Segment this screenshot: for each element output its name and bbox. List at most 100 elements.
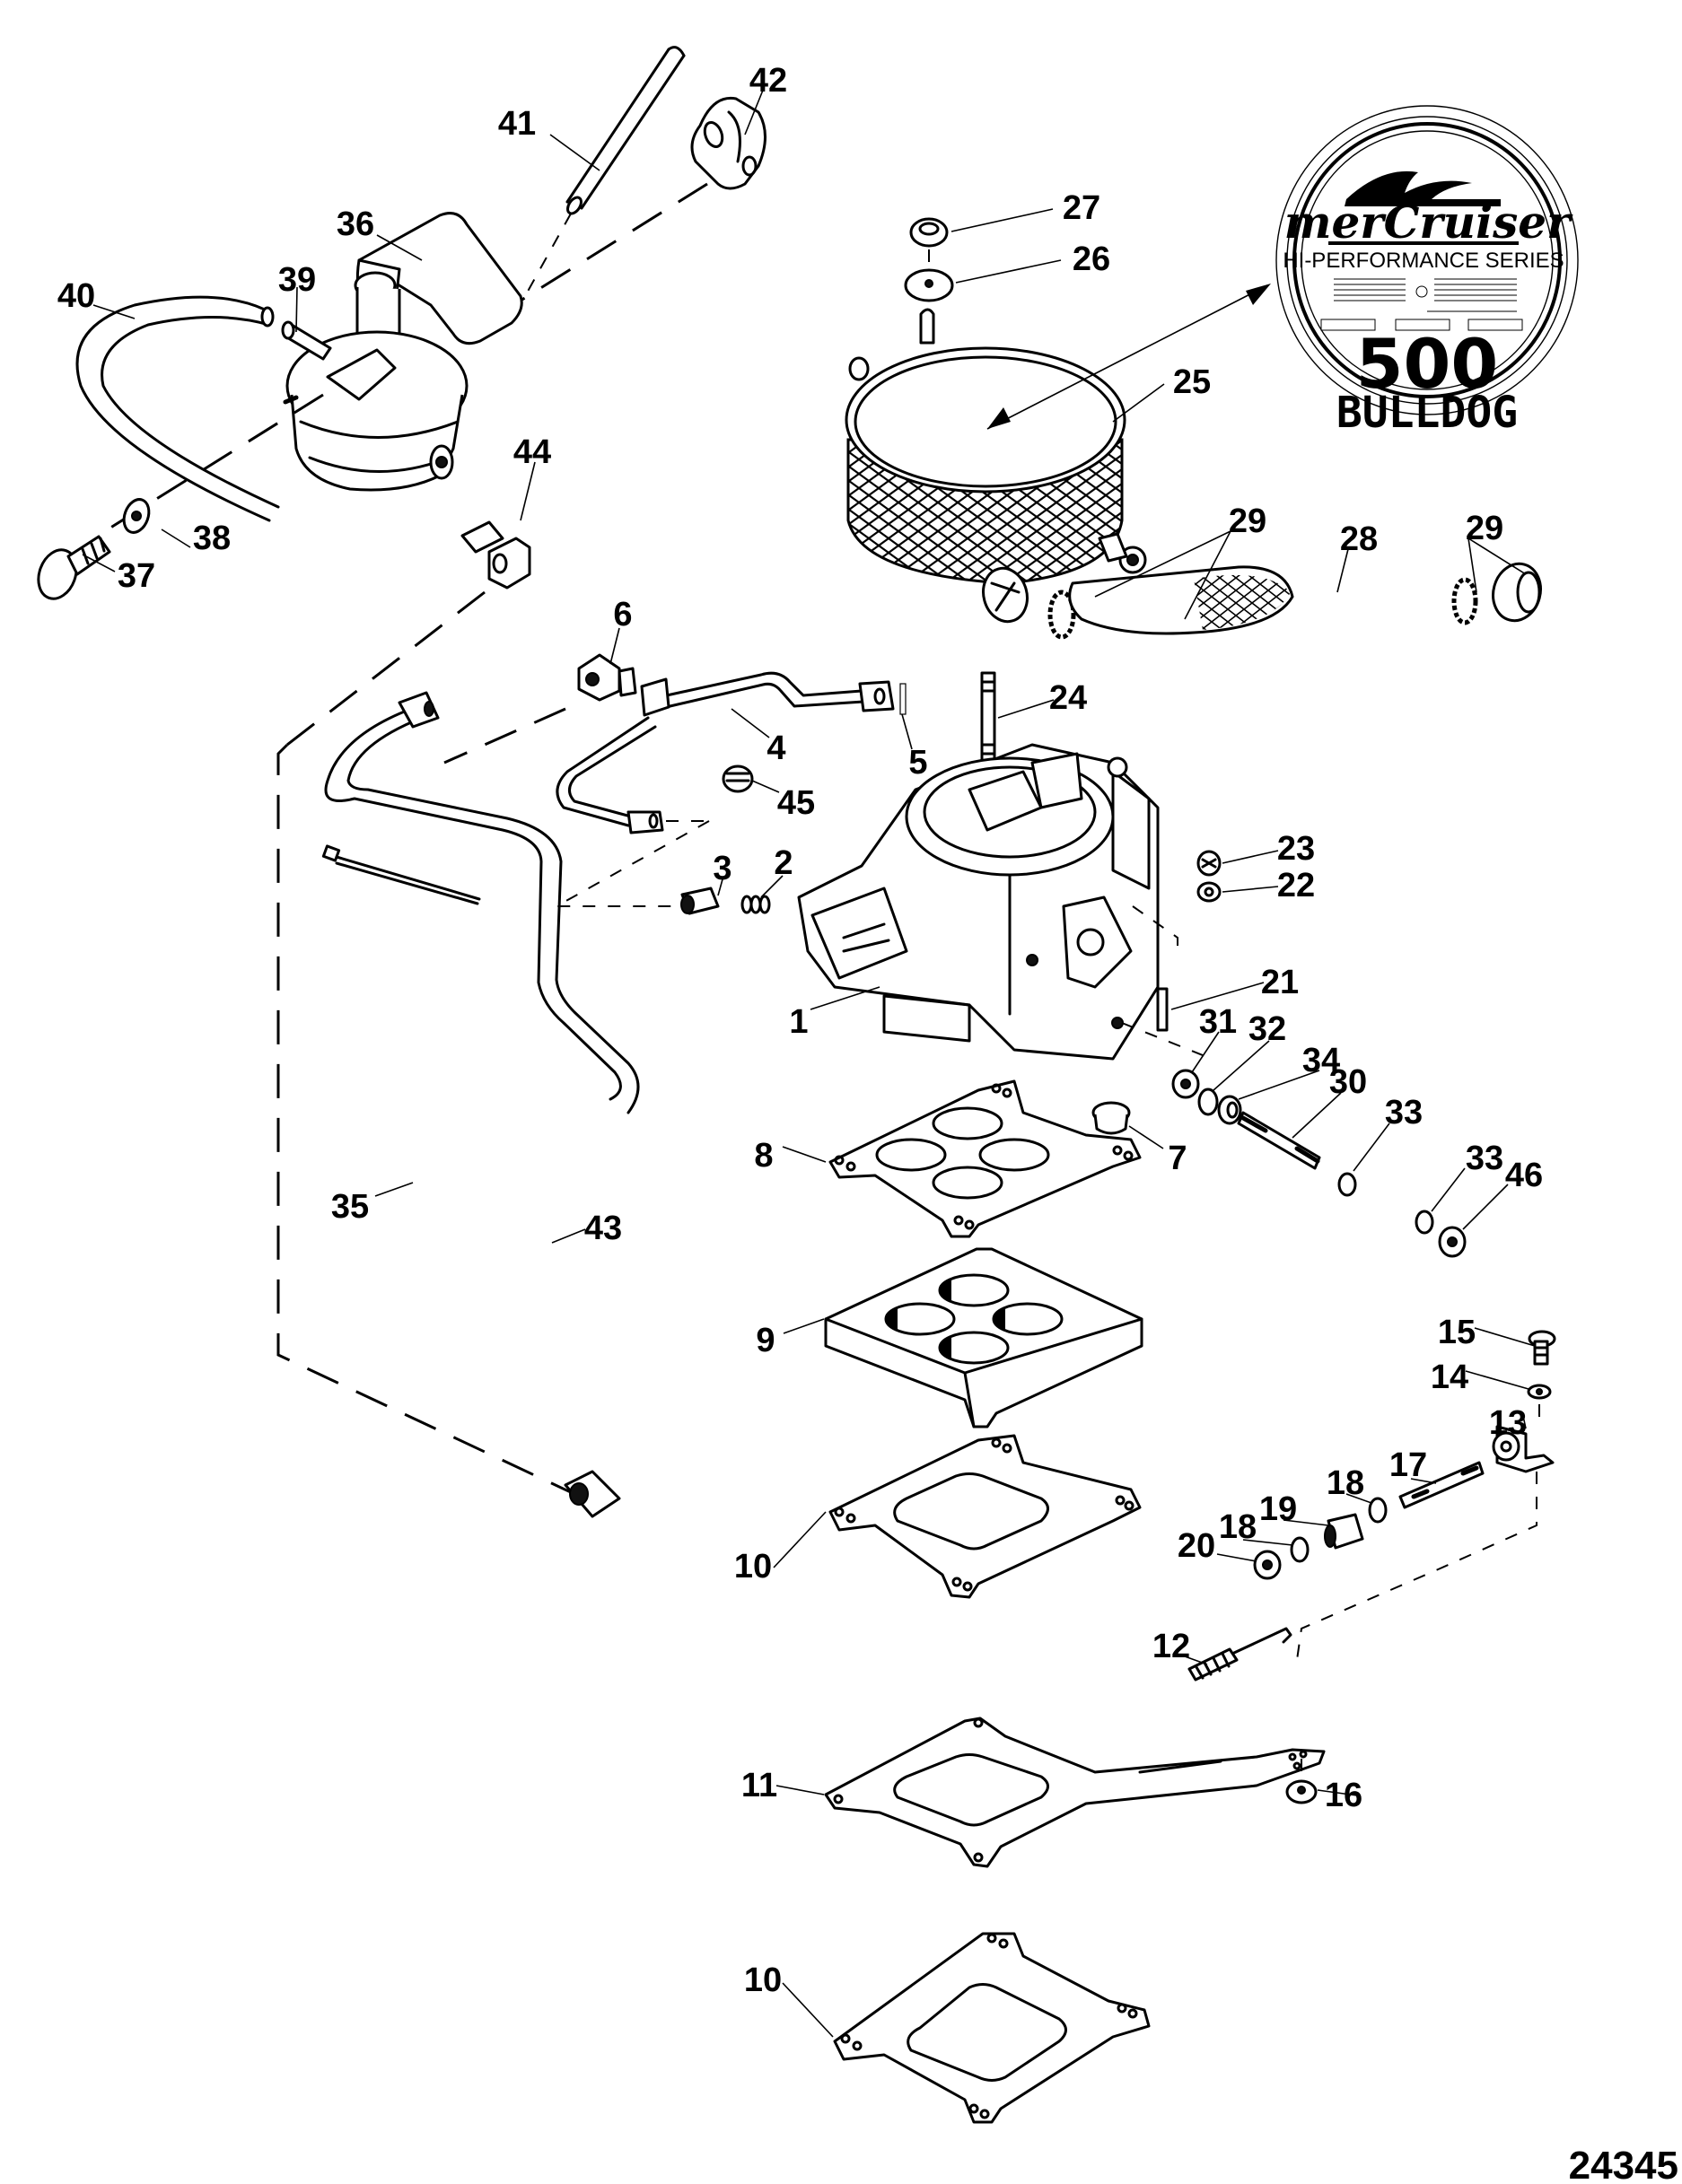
callout-8: 8: [754, 1137, 773, 1175]
part-3-inlet-nut: [680, 887, 720, 915]
part-26-washer: [904, 268, 954, 302]
callout-29-left: 29: [1229, 502, 1266, 540]
part-9-carburetor-spacer: [824, 1247, 1143, 1428]
part-33-washer: [1337, 1172, 1357, 1197]
callout-27: 27: [1063, 189, 1100, 227]
part-32-washer: [1197, 1088, 1219, 1116]
part-28-hose: [1068, 565, 1294, 635]
callout-21: 21: [1261, 964, 1299, 1001]
part-16-nut: [1285, 1779, 1318, 1804]
part-29-hose-end-cap-left: [982, 566, 1029, 624]
callout-3: 3: [713, 850, 731, 887]
callout-18: 18: [1327, 1464, 1364, 1502]
callout-7: 7: [1168, 1140, 1187, 1177]
callout-11: 11: [741, 1767, 777, 1804]
part-27-wing-nut: [909, 217, 949, 248]
fuel-line-dash-left: [276, 743, 575, 1496]
part-36-fuel-pump: [283, 212, 523, 492]
part-18-washer: [1368, 1497, 1388, 1524]
part-2-gasket-rings: [740, 895, 771, 914]
part-22-washer: [1196, 881, 1222, 903]
part-43-fuel-line: [324, 691, 640, 1518]
decal-fine-print: [1320, 278, 1523, 331]
part-5-fuel-filter: [899, 683, 907, 715]
part-18-washer-second: [1290, 1536, 1310, 1563]
part-17-cable-stud: [1398, 1461, 1485, 1509]
callout-10-lower: 10: [744, 1961, 782, 1999]
callout-10-upper: 10: [734, 1548, 772, 1586]
callout-19: 19: [1259, 1490, 1297, 1528]
callout-37: 37: [118, 557, 155, 595]
callout-45: 45: [777, 784, 815, 822]
part-6-inlet-fitting: [577, 653, 637, 702]
callout-18-second: 18: [1219, 1508, 1257, 1546]
callout-16: 16: [1325, 1777, 1362, 1814]
part-33-washer-second: [1415, 1210, 1434, 1235]
part-1-carburetor: [797, 743, 1160, 1061]
bracket-dash-line: [1296, 1404, 1540, 1661]
part-37-bolt: [37, 535, 111, 600]
part-7-plug: [1091, 1101, 1131, 1135]
part-8-gasket: [828, 1079, 1142, 1238]
callout-9: 9: [756, 1322, 775, 1359]
decal-series-text: HI-PERFORMANCE SERIES: [1283, 249, 1564, 273]
part-4-fuel-log-tube: [556, 671, 895, 834]
part-39-pump-fitting: [281, 320, 332, 361]
fuel-line-dash-carb: [443, 707, 566, 764]
callout-40: 40: [57, 277, 95, 315]
part-24-stud: [980, 671, 996, 764]
callout-24: 24: [1049, 679, 1087, 717]
part-15-screw: [1528, 1330, 1556, 1366]
throttle-bracket-group: [1187, 1330, 1556, 1804]
callout-20: 20: [1178, 1527, 1215, 1565]
air-cleaner-decal: merCruiser HI-PERFORMANCE SERIES: [1275, 105, 1579, 438]
air-cleaner-stud: [919, 308, 935, 345]
callout-26: 26: [1073, 240, 1110, 278]
part-21-stud: [1156, 987, 1169, 1032]
callout-41: 41: [498, 105, 536, 143]
part-29-hose-clamp-right: [1451, 577, 1478, 625]
callout-15: 15: [1438, 1314, 1476, 1351]
part-20-nut: [1253, 1550, 1282, 1580]
callout-36: 36: [337, 205, 374, 243]
callout-12: 12: [1152, 1628, 1190, 1665]
part-30-throttle-stud: [1237, 1111, 1321, 1170]
decal-model-name: BULLDOG: [1336, 388, 1518, 438]
callout-13: 13: [1489, 1404, 1527, 1442]
part-35-cable-tie: [321, 844, 481, 905]
decal-model-number: 500: [1356, 324, 1499, 404]
part-29-hose-clamp-left: [1047, 590, 1076, 640]
decal-location-arrow: [986, 284, 1268, 430]
mounting-dash-line: [520, 182, 708, 302]
part-31-nut: [1171, 1069, 1200, 1099]
part-11-throttle-bracket-gasket: [824, 1717, 1326, 1868]
part-10-gasket-lower: [833, 1932, 1151, 2124]
callout-31: 31: [1199, 1003, 1237, 1041]
arrowhead-left: [987, 407, 1011, 429]
part-13-cable-anchor-bracket: [1492, 1425, 1555, 1473]
callout-29-right: 29: [1466, 510, 1503, 547]
callout-2: 2: [774, 844, 793, 882]
part-41-vent-tube: [524, 46, 686, 297]
callout-32: 32: [1248, 1010, 1286, 1048]
callout-42: 42: [749, 62, 787, 100]
callout-5: 5: [908, 744, 927, 782]
part-44-elbow-fitting: [460, 520, 531, 590]
callout-25: 25: [1173, 363, 1211, 401]
callout-17: 17: [1389, 1446, 1427, 1484]
part-23-nut: [1196, 850, 1222, 877]
callout-4: 4: [767, 729, 785, 767]
part-45-plug: [722, 764, 754, 793]
pump-bolt-dash-line: [107, 393, 324, 531]
callout-23: 23: [1277, 830, 1315, 868]
callout-28: 28: [1340, 520, 1378, 558]
callout-34: 34: [1302, 1042, 1340, 1079]
part-46-nut: [1438, 1226, 1467, 1258]
carb-stud-dash-lines: [1121, 905, 1213, 1060]
callout-46: 46: [1505, 1157, 1543, 1194]
figure-number: 24345: [1569, 2144, 1678, 2184]
air-cleaner-group: merCruiser HI-PERFORMANCE SERIES: [845, 105, 1579, 640]
callout-22: 22: [1277, 867, 1315, 904]
part-29-hose-end-cap-right: [1492, 562, 1542, 623]
